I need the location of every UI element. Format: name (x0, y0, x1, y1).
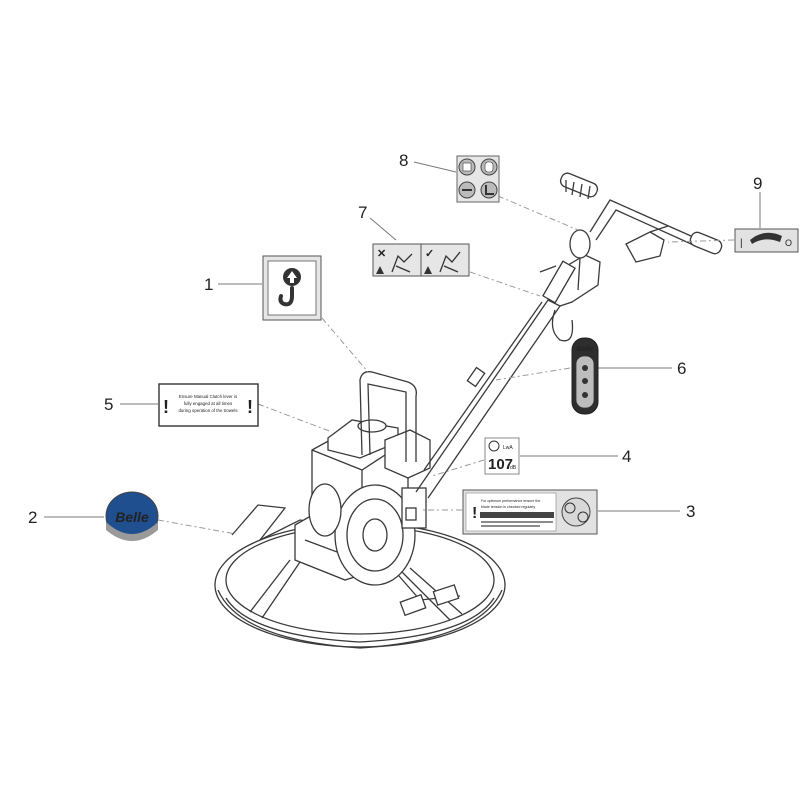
power-trowel-drawing (214, 172, 723, 649)
leader-7 (369, 217, 397, 241)
callout-numbers: 1 2 3 4 5 6 7 8 9 (28, 151, 762, 527)
throttle-high-symbol: O (785, 238, 792, 248)
noise-value: 107 (488, 456, 513, 473)
ear-icon (488, 440, 500, 452)
handlebar (589, 199, 701, 249)
boots-icon (480, 181, 498, 199)
callout-7: 7 (358, 203, 367, 222)
callout-4: 4 (622, 447, 631, 466)
decal-handle-grip: Belle (571, 337, 599, 415)
clutch-line-1: Ensure Manual Clutch lever is (179, 394, 238, 399)
dash-8 (497, 195, 579, 231)
fuel-cap (357, 419, 387, 433)
front-bracket (231, 504, 287, 541)
check-icon: ✓ (425, 248, 434, 260)
callout-2: 2 (28, 508, 37, 527)
leader-8 (413, 161, 457, 173)
clutch-lever (542, 260, 576, 304)
dash-2 (157, 519, 237, 535)
throttle-assembly (625, 231, 665, 263)
grip-logo-text: Belle (577, 346, 594, 353)
dash-5 (257, 403, 333, 433)
guard-ring-lower-inner (225, 597, 495, 643)
blade-bracket (399, 593, 427, 617)
trowel-arm-left (249, 559, 301, 619)
dash-4 (431, 459, 485, 477)
air-filter (384, 429, 431, 479)
warning-icon-right: ! (247, 397, 253, 417)
decal-throttle: | O (734, 228, 799, 253)
warning-icon: ! (472, 505, 477, 522)
dash-6 (495, 367, 571, 381)
leader-lines (44, 161, 761, 535)
left-grip (559, 172, 599, 198)
decal-ppe (456, 155, 500, 203)
operator-figure-wrong (391, 253, 413, 273)
cross-icon: ✕ (377, 248, 386, 260)
pitch-knob (569, 229, 591, 259)
logo-text: Belle (115, 509, 149, 525)
decal-clutch-warning: ! ! Ensure Manual Clutch lever is fully … (158, 383, 259, 427)
lever-tip (539, 265, 557, 273)
cable-loop (551, 309, 574, 342)
callout-9: 9 (753, 174, 762, 193)
callout-3: 3 (686, 502, 695, 521)
throttle-ramp-icon (750, 232, 782, 244)
left-grip-ridges (565, 180, 591, 200)
dash-7 (469, 271, 541, 297)
warning-icon-left: ! (163, 397, 169, 417)
callout-1: 1 (204, 275, 213, 294)
blade-bracket-2 (432, 584, 460, 606)
decal-belle-logo: Belle (105, 491, 159, 541)
guard-ring-lower-lip (217, 589, 503, 649)
throttle-lever (649, 225, 669, 233)
noise-prefix: LwA (503, 445, 513, 451)
callout-6: 6 (677, 359, 686, 378)
decal-operation-pictogram: ✕ ✓ (372, 243, 470, 277)
handle-shaft (415, 299, 561, 499)
right-grip (689, 231, 723, 255)
clutch-line-3: during operation of the trowels (178, 408, 238, 413)
decal-noise-level: LwA 107 dB (484, 437, 520, 475)
clutch-line-2: fully engaged at all times (184, 401, 233, 406)
lifting-hoop-inner (367, 383, 407, 462)
lifting-hook-icon (278, 286, 294, 307)
lifting-hoop (359, 371, 417, 462)
dash-9 (667, 239, 735, 243)
decal-performance-notice: ! For optimum performance ensure the bla… (462, 489, 598, 535)
performance-line-1: For optimum performance ensure the (481, 499, 540, 503)
recoil-starter-hub (362, 518, 388, 552)
callout-5: 5 (104, 395, 113, 414)
decal-lifting-point (262, 255, 322, 321)
cable-clip (466, 366, 486, 388)
noise-unit: dB (510, 465, 517, 471)
throttle-low-symbol: | (740, 238, 743, 249)
pitch-screw (577, 257, 581, 291)
recoil-starter-ring (346, 498, 404, 572)
dash-1 (321, 317, 369, 373)
performance-line-2: blade tension is checked regularly (481, 505, 535, 509)
pitch-cable (423, 301, 543, 471)
callout-8: 8 (399, 151, 408, 170)
belt-tension-icon (561, 497, 591, 527)
pivot-bolt (405, 507, 417, 521)
clutch-drum (308, 483, 342, 537)
operator-figure-right (439, 251, 461, 273)
